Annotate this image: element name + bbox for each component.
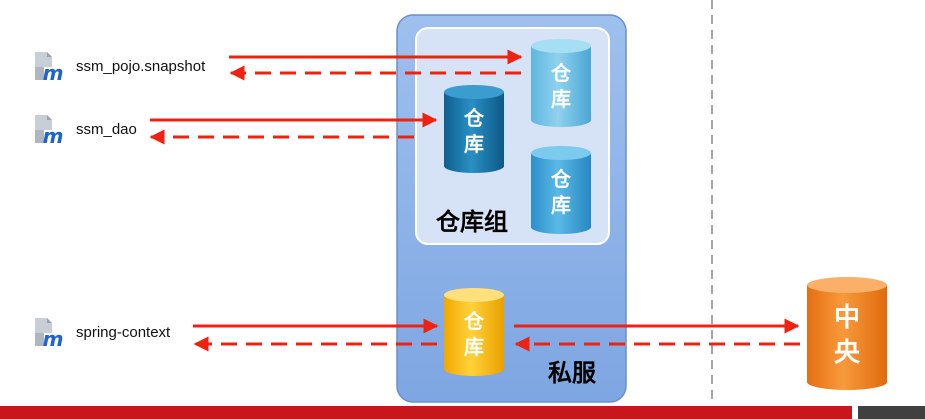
svg-text:仓: 仓 xyxy=(550,61,572,85)
svg-text:库: 库 xyxy=(551,193,571,217)
repo-group-label: 仓库组 xyxy=(435,208,508,236)
svg-text:m: m xyxy=(43,61,64,82)
footer-dark-block xyxy=(858,406,925,419)
module-name: spring-context xyxy=(76,323,171,341)
repo-cylinder-hosted-2: 仓 库 xyxy=(444,85,504,173)
maven-module-icon: m xyxy=(35,52,64,82)
module-row: m ssm_dao xyxy=(33,113,137,145)
svg-text:中: 中 xyxy=(834,303,860,333)
svg-text:库: 库 xyxy=(464,132,484,156)
svg-text:m: m xyxy=(43,327,64,348)
svg-text:库: 库 xyxy=(551,87,571,111)
repo-cylinder-hosted-3: 仓 库 xyxy=(531,146,591,234)
central-repo-cylinder: 中 央 xyxy=(807,277,887,390)
repo-cylinder-hosted-1: 仓 库 xyxy=(531,39,591,127)
svg-text:m: m xyxy=(43,124,64,145)
module-name: ssm_dao xyxy=(76,120,137,138)
maven-module-icon: m xyxy=(35,318,64,348)
svg-text:库: 库 xyxy=(464,335,484,359)
module-name: ssm_pojo.snapshot xyxy=(76,57,206,75)
module-row: m spring-context xyxy=(33,316,170,348)
footer-red-bar xyxy=(0,406,852,419)
maven-module-icon: m xyxy=(35,115,64,145)
module-row: m ssm_pojo.snapshot xyxy=(33,50,205,82)
repo-cylinder-proxy: 仓 库 xyxy=(444,288,504,376)
svg-text:仓: 仓 xyxy=(550,167,572,191)
svg-text:央: 央 xyxy=(834,338,861,368)
private-server-label: 私服 xyxy=(548,359,597,387)
svg-text:仓: 仓 xyxy=(463,106,485,130)
svg-text:仓: 仓 xyxy=(463,309,485,333)
